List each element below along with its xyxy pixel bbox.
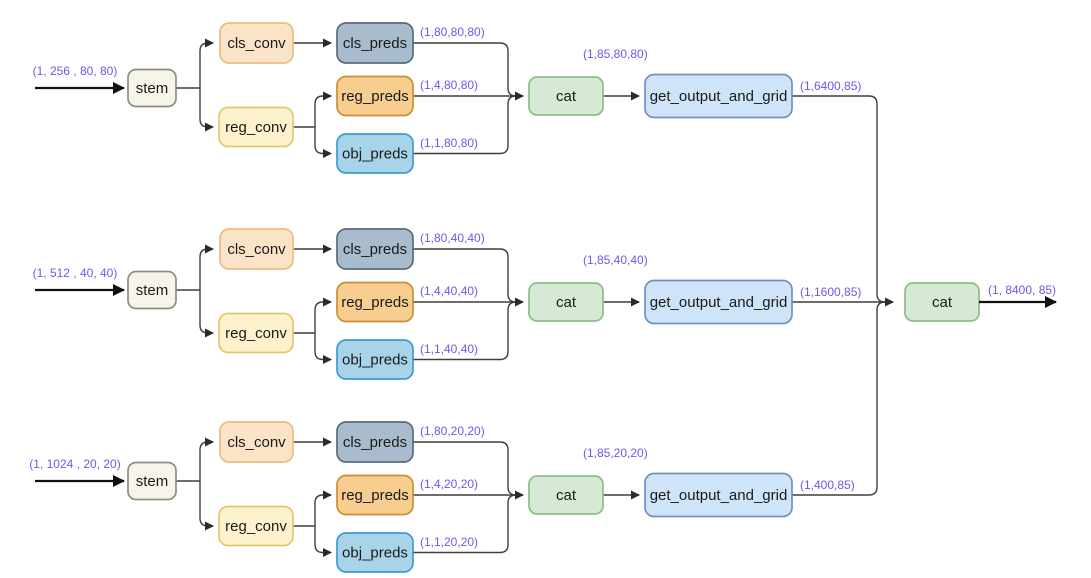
out-shape-label: (1,1600,85) — [800, 285, 861, 299]
final-output-shape-label: (1, 8400, 85) — [988, 283, 1056, 297]
stem-text: stem — [136, 282, 169, 299]
cls-preds-node — [336, 421, 414, 463]
cat-text: cat — [556, 487, 577, 504]
final-cat-text: cat — [932, 294, 953, 311]
reg-conv-node — [218, 106, 294, 148]
scale-row-80: stem cls_conv cls_preds reg_conv reg_pre… — [33, 22, 886, 303]
stem-node — [127, 461, 177, 501]
cat-text: cat — [556, 294, 577, 311]
reg-shape-label: (1,4,20,20) — [420, 477, 478, 491]
edge-reg-conv-to-obj-preds — [314, 333, 332, 364]
cls-conv-text: cls_conv — [227, 35, 286, 52]
stem-node — [127, 270, 177, 310]
edge-reg-conv-to-reg-preds — [314, 490, 332, 526]
reg-shape-label: (1,4,40,40) — [420, 284, 478, 298]
obj-preds-node — [336, 532, 414, 573]
cls-conv-node — [219, 22, 294, 64]
get-output-and-grid-node — [644, 73, 793, 119]
edge-stem-to-reg-conv — [199, 290, 214, 338]
get-output-text: get_output_and_grid — [650, 294, 788, 311]
cat-node — [528, 282, 604, 322]
out-shape-label: (1,6400,85) — [800, 79, 861, 93]
edge-obj-preds-to-cat — [413, 95, 517, 155]
edge-get-output-to-final-cat — [792, 95, 886, 303]
reg-preds-text: reg_preds — [341, 294, 409, 311]
stem-text: stem — [136, 473, 169, 490]
reg-preds-node — [336, 281, 414, 323]
out-shape-label: (1,400,85) — [800, 478, 855, 492]
scale-row-40: stem cls_conv cls_preds reg_conv reg_pre… — [33, 228, 894, 380]
cat-shape-label: (1,85,20,20) — [583, 446, 648, 460]
reg-preds-node — [336, 474, 414, 516]
input-shape-label: (1, 1024 , 20, 20) — [29, 457, 120, 471]
reg-conv-text: reg_conv — [225, 325, 287, 342]
edge-reg-conv-to-obj-preds — [314, 526, 332, 557]
cls-preds-node — [336, 228, 414, 270]
reg-shape-label: (1,4,80,80) — [420, 78, 478, 92]
obj-preds-text: obj_preds — [342, 352, 408, 369]
reg-preds-node — [336, 75, 414, 117]
edge-stem-to-cls-conv — [199, 437, 214, 481]
cls-shape-label: (1,80,80,80) — [420, 25, 485, 39]
reg-conv-node — [218, 505, 294, 547]
cls-preds-node — [336, 22, 414, 64]
scale-row-20: stem cls_conv cls_preds reg_conv reg_pre… — [29, 301, 886, 573]
edge-stem-to-reg-conv — [199, 481, 214, 531]
obj-preds-node — [336, 133, 414, 174]
reg-preds-text: reg_preds — [341, 88, 409, 105]
cat-text: cat — [556, 88, 577, 105]
stem-text: stem — [136, 80, 169, 97]
input-shape-label: (1, 256 , 80, 80) — [33, 64, 118, 78]
cls-preds-text: cls_preds — [343, 35, 407, 52]
edge-reg-conv-to-obj-preds — [314, 127, 332, 158]
stem-node — [127, 68, 177, 108]
edge-obj-preds-to-cat — [413, 494, 517, 554]
edge-stem-to-cls-conv — [199, 38, 214, 88]
reg-preds-text: reg_preds — [341, 487, 409, 504]
edge-cls-preds-to-cat — [413, 441, 517, 496]
obj-preds-node — [336, 339, 414, 380]
cat-shape-label: (1,85,80,80) — [583, 47, 648, 61]
cls-conv-text: cls_conv — [227, 434, 286, 451]
obj-preds-text: obj_preds — [342, 545, 408, 562]
cat-shape-label: (1,85,40,40) — [583, 253, 648, 267]
reg-conv-text: reg_conv — [225, 518, 287, 535]
cls-shape-label: (1,80,20,20) — [420, 424, 485, 438]
cls-shape-label: (1,80,40,40) — [420, 231, 485, 245]
cls-conv-node — [219, 421, 294, 463]
cls-conv-text: cls_conv — [227, 241, 286, 258]
cat-node — [528, 76, 604, 116]
edge-cls-preds-to-cat — [413, 42, 517, 97]
get-output-text: get_output_and_grid — [650, 487, 788, 504]
obj-shape-label: (1,1,20,20) — [420, 535, 478, 549]
reg-conv-text: reg_conv — [225, 119, 287, 136]
obj-preds-text: obj_preds — [342, 146, 408, 163]
cls-preds-text: cls_preds — [343, 241, 407, 258]
edge-get-output-to-final-cat — [792, 301, 886, 496]
get-output-and-grid-node — [644, 472, 793, 518]
cls-preds-text: cls_preds — [343, 434, 407, 451]
edge-cls-preds-to-cat — [413, 248, 517, 303]
obj-shape-label: (1,1,40,40) — [420, 342, 478, 356]
edge-stem-to-reg-conv — [199, 88, 214, 132]
obj-shape-label: (1,1,80,80) — [420, 136, 478, 150]
edge-stem-to-cls-conv — [199, 244, 214, 290]
reg-conv-node — [218, 312, 294, 354]
cls-conv-node — [219, 228, 294, 270]
edge-obj-preds-to-cat — [413, 301, 517, 361]
cat-node — [528, 475, 604, 515]
edge-reg-conv-to-reg-preds — [314, 297, 332, 333]
get-output-and-grid-node — [644, 279, 793, 325]
edge-reg-conv-to-reg-preds — [314, 91, 332, 127]
final-merge: cat (1, 8400, 85) — [904, 282, 1057, 322]
get-output-text: get_output_and_grid — [650, 88, 788, 105]
input-shape-label: (1, 512 , 40, 40) — [33, 266, 118, 280]
